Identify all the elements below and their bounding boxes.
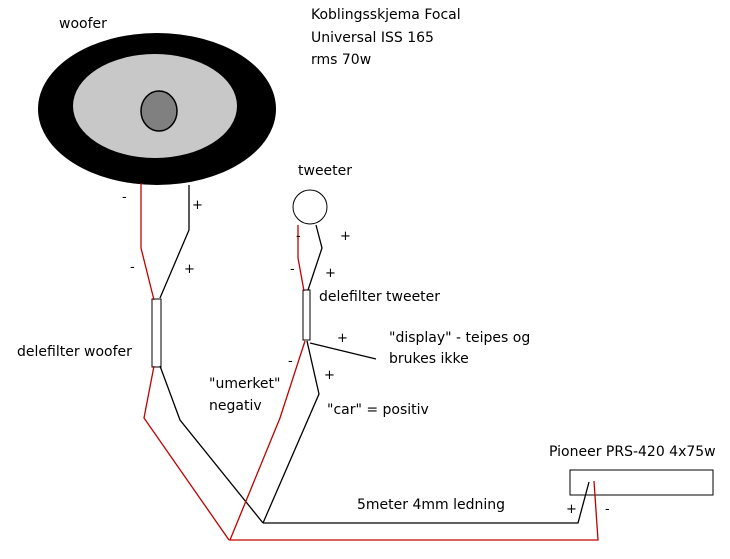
cable-label: 5meter 4mm ledning — [357, 497, 506, 513]
tweeter-terminal-plus: + — [340, 229, 351, 244]
tweeter-negative-wire — [297, 225, 305, 292]
woofer-dust-cap — [140, 90, 178, 132]
tweeter-filter-out-minus: - — [288, 354, 293, 369]
woofer-positive-crossover-out — [159, 365, 264, 524]
pioneer-amp-box — [569, 469, 714, 496]
tweeter-filter-out-plus: + — [324, 368, 335, 383]
woofer-label: woofer — [59, 16, 107, 32]
tweeter-label: tweeter — [298, 163, 353, 179]
woofer-crossover-box — [151, 298, 162, 368]
display-note-line-2: brukes ikke — [389, 351, 469, 367]
tweeter-terminal-minus: - — [296, 229, 301, 244]
tweeter-crossover-box — [302, 289, 311, 341]
main-negative-cable — [229, 480, 599, 541]
tweeter-filter-in-minus: - — [290, 262, 295, 277]
woofer-negative-crossover-out — [143, 365, 230, 541]
display-lead-wire — [309, 342, 377, 360]
tweeter-positive-crossover-out — [262, 340, 320, 524]
tweeter-negative-crossover-out — [229, 340, 306, 541]
woofer-speaker — [38, 33, 276, 185]
tweeter-filter-in-plus: + — [325, 266, 336, 281]
woofer-crossover-label: delefilter woofer — [17, 344, 132, 360]
title-line-1: Koblingsskjema Focal — [311, 7, 461, 23]
display-note-line-1: "display" - teipes og — [389, 330, 531, 346]
tweeter-positive-wire — [307, 224, 323, 291]
tweeter-circle — [292, 189, 328, 225]
amp-terminal-minus: - — [605, 502, 610, 517]
woofer-filter-in-plus: + — [184, 262, 195, 277]
tweeter-crossover-label: delefilter tweeter — [319, 289, 441, 305]
display-lead-plus: + — [337, 331, 348, 346]
woofer-positive-wire — [159, 185, 190, 299]
woofer-terminal-plus: + — [192, 198, 203, 213]
car-note: "car" = positiv — [327, 402, 429, 418]
title-line-3: rms 70w — [311, 52, 372, 68]
woofer-filter-in-minus: - — [130, 260, 135, 275]
main-positive-cable — [263, 481, 590, 524]
umerket-note-line-1: "umerket" — [209, 376, 281, 392]
amp-terminal-plus: + — [566, 502, 577, 517]
woofer-terminal-minus: - — [122, 190, 127, 205]
woofer-negative-wire — [140, 183, 155, 301]
pioneer-label: Pioneer PRS-420 4x75w — [549, 444, 716, 460]
title-line-2: Universal ISS 165 — [311, 30, 434, 46]
umerket-note-line-2: negativ — [209, 398, 262, 414]
